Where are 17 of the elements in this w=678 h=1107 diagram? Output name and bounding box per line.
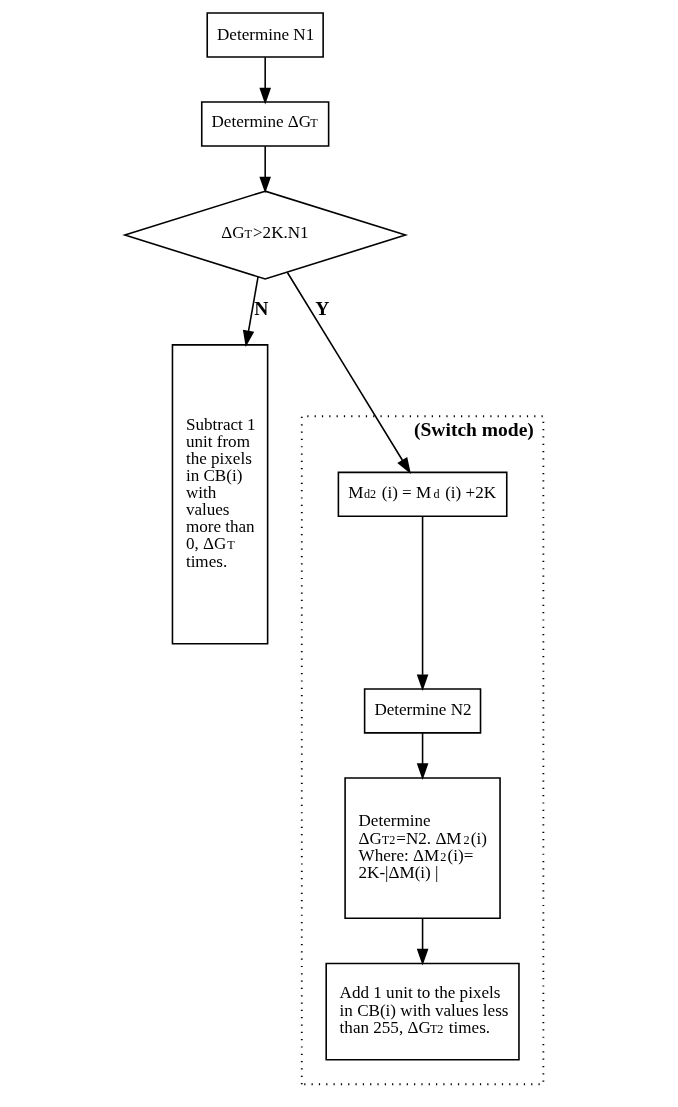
node-box: Add 1 unit to the pixels in CB(i) with values less than 255, ΔGT2 times. [325, 962, 520, 1061]
arrow [259, 56, 271, 105]
arrow [259, 145, 271, 194]
node-box: Determine N1 [206, 12, 324, 58]
arrow [242, 276, 259, 347]
node-diamond: ΔGT>2K.N1 [122, 190, 409, 280]
edge-label: Y [315, 298, 330, 320]
arrow [416, 515, 429, 692]
node-box: Determine N2 [363, 688, 482, 734]
arrow [286, 271, 411, 475]
node-box: Md2 (i) = Md (i) +2K [337, 471, 508, 518]
arrow [416, 917, 429, 966]
arrow [416, 732, 429, 780]
node-box: Subtract 1 unit from the pixels in CB(i) with values more than 0, ΔGT times. [171, 344, 269, 645]
edge-label: N [254, 298, 269, 320]
node-box: Determine ΔGT2=N2. ΔM2(i) Where: ΔM2(i)= 2K-|ΔM(i) | [344, 777, 501, 920]
node-box: Determine ΔGT [200, 101, 330, 147]
